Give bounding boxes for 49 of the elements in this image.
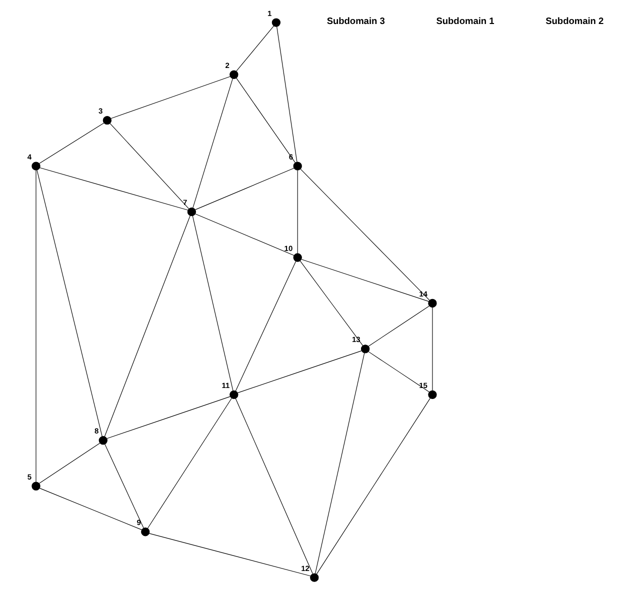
connector (38, 442, 100, 484)
connector (192, 78, 233, 208)
node-circle (32, 162, 40, 170)
connector (192, 215, 234, 391)
connector (301, 259, 430, 302)
connector (38, 122, 104, 164)
connector (147, 398, 232, 529)
connector (316, 398, 430, 574)
node-circle (310, 573, 319, 582)
connector (40, 167, 188, 210)
connector (300, 260, 364, 346)
node-circle (32, 482, 40, 490)
connector (195, 168, 294, 210)
connector (368, 351, 430, 392)
connector (194, 214, 294, 256)
node-circle (102, 116, 112, 125)
connector (368, 306, 430, 347)
node-circle (293, 162, 302, 170)
node-circle (272, 18, 281, 27)
node-circle (187, 207, 196, 216)
label: Subdomain 1 (436, 16, 494, 26)
connector (104, 444, 144, 528)
label: Subdomain 2 (546, 16, 604, 26)
connector (110, 123, 190, 209)
connector (36, 170, 102, 437)
node-circle (293, 253, 302, 262)
node-circle (360, 344, 370, 354)
node-circle (428, 390, 437, 400)
node-circle (141, 528, 150, 536)
connector (300, 168, 430, 300)
node-circle (230, 70, 238, 79)
connector (237, 350, 362, 394)
connector (236, 78, 296, 163)
node-circle (98, 436, 108, 445)
node-circle (230, 390, 238, 400)
connector (106, 396, 230, 439)
connector (110, 76, 231, 119)
connector (235, 398, 313, 574)
label: Subdomain 3 (326, 16, 385, 26)
connector (432, 307, 433, 391)
connector (236, 26, 274, 72)
connector (148, 533, 311, 576)
connector (104, 215, 190, 437)
connector (39, 488, 142, 530)
connector (276, 26, 298, 162)
node-circle (428, 298, 437, 308)
connector (235, 261, 296, 392)
connector (315, 352, 365, 574)
connector (297, 170, 298, 254)
